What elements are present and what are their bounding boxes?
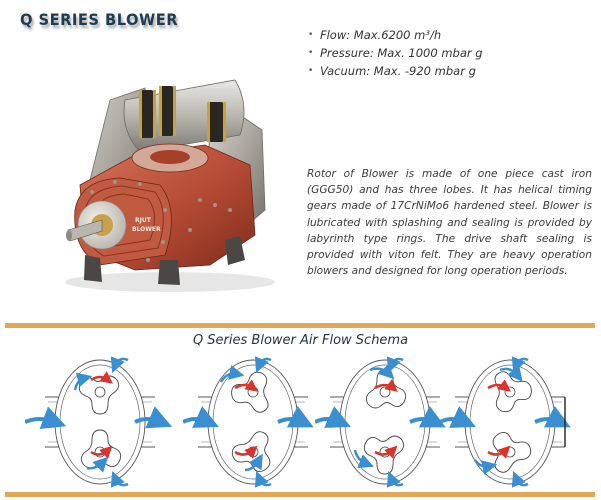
air-flow-schema [0, 352, 601, 492]
rotor-stage-3-icon [315, 356, 446, 488]
divider-bottom [5, 492, 595, 497]
spec-flow: Flow: Max.6200 m³/h [306, 26, 483, 44]
rotor-stage-1-icon [25, 356, 173, 488]
spec-pressure: Pressure: Max. 1000 mbar g [306, 44, 483, 62]
roots-blower-render-icon: RJUT BLOWER [65, 79, 275, 292]
badge-line-1: RJUT [135, 217, 152, 224]
badge-line-2: BLOWER [132, 226, 161, 233]
spec-vacuum: Vacuum: Max. -920 mbar g [306, 62, 483, 80]
product-description: Rotor of Blower is made of one piece cas… [307, 168, 592, 278]
page-title: Q SERIES BLOWER [20, 10, 179, 29]
schema-title: Q Series Blower Air Flow Schema [192, 333, 409, 348]
spec-list: Flow: Max.6200 m³/h Pressure: Max. 1000 … [306, 26, 483, 80]
rotor-stage-4-icon [440, 356, 571, 488]
rotor-stage-2-icon [183, 356, 314, 488]
blower-product-image: RJUT BLOWER [40, 60, 290, 300]
divider-top [5, 323, 595, 328]
